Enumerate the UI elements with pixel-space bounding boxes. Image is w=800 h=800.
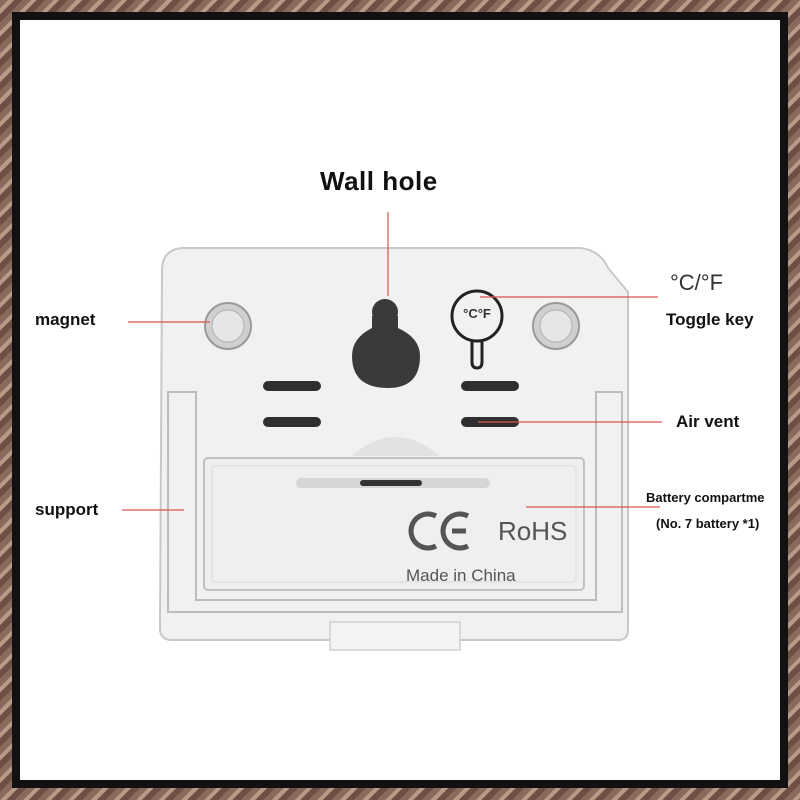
- air-vent-label: Air vent: [676, 412, 740, 431]
- device-illustration: [122, 212, 662, 651]
- device-foot: [329, 621, 461, 651]
- battery-note-label: (No. 7 battery *1): [656, 516, 760, 531]
- battery-compartment-label: Battery compartme: [646, 490, 765, 505]
- support-label: support: [35, 500, 99, 519]
- temperature-unit-label: °C/°F: [670, 270, 724, 295]
- magnet-right: [532, 302, 580, 350]
- ce-mark: [408, 511, 470, 551]
- support-stand: [167, 391, 623, 613]
- diagram-panel: °C°F RoHS Made in China Wall hole °C/°F …: [20, 20, 780, 780]
- rohs-mark: RoHS: [498, 516, 568, 546]
- battery-compartment: [203, 457, 585, 591]
- made-in-label: Made in China: [406, 566, 516, 585]
- wall-hole-label: Wall hole: [320, 166, 438, 196]
- toggle-key-label: Toggle key: [666, 310, 754, 329]
- toggle-key: [450, 289, 504, 370]
- magnet-label: magnet: [35, 310, 96, 329]
- magnet-left: [204, 302, 252, 350]
- air-vents-left: [263, 381, 321, 427]
- toggle-symbol: °C°F: [463, 306, 491, 321]
- wall-hole-keyhole: [352, 299, 420, 388]
